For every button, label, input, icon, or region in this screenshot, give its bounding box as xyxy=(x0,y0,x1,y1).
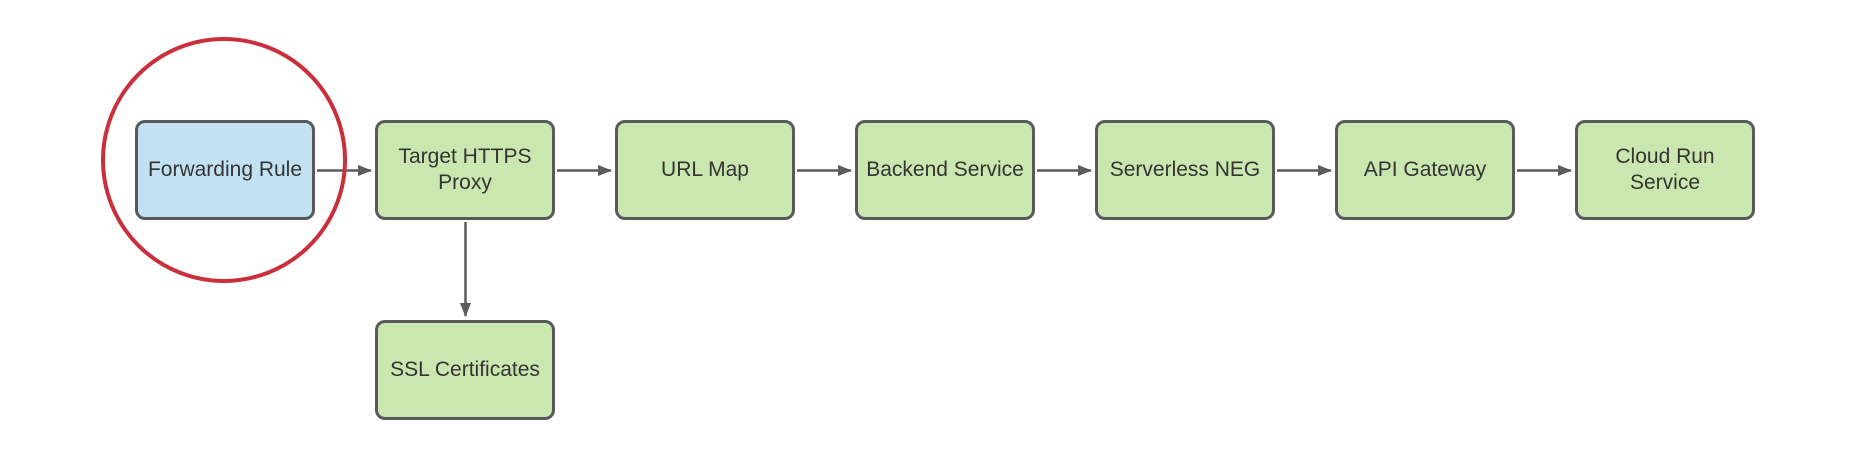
node-url-map: URL Map xyxy=(615,120,795,220)
node-ssl-certificates: SSL Certificates xyxy=(375,320,555,420)
node-serverless-neg: Serverless NEG xyxy=(1095,120,1275,220)
node-cloud-run-service-label: Cloud Run Service xyxy=(1615,145,1715,194)
node-target-https-proxy: Target HTTPS Proxy xyxy=(375,120,555,220)
node-cloud-run-service: Cloud Run Service xyxy=(1575,120,1755,220)
node-forwarding-rule: Forwarding Rule xyxy=(135,120,315,220)
node-backend-service: Backend Service xyxy=(855,120,1035,220)
node-ssl-certificates-label: SSL Certificates xyxy=(390,358,540,382)
node-api-gateway: API Gateway xyxy=(1335,120,1515,220)
node-forwarding-rule-label: Forwarding Rule xyxy=(147,158,303,182)
node-url-map-label: URL Map xyxy=(661,158,749,182)
node-backend-service-label: Backend Service xyxy=(866,158,1024,182)
node-api-gateway-label: API Gateway xyxy=(1363,158,1487,182)
node-target-https-proxy-label: Target HTTPS Proxy xyxy=(398,145,532,194)
node-serverless-neg-label: Serverless NEG xyxy=(1109,158,1261,182)
